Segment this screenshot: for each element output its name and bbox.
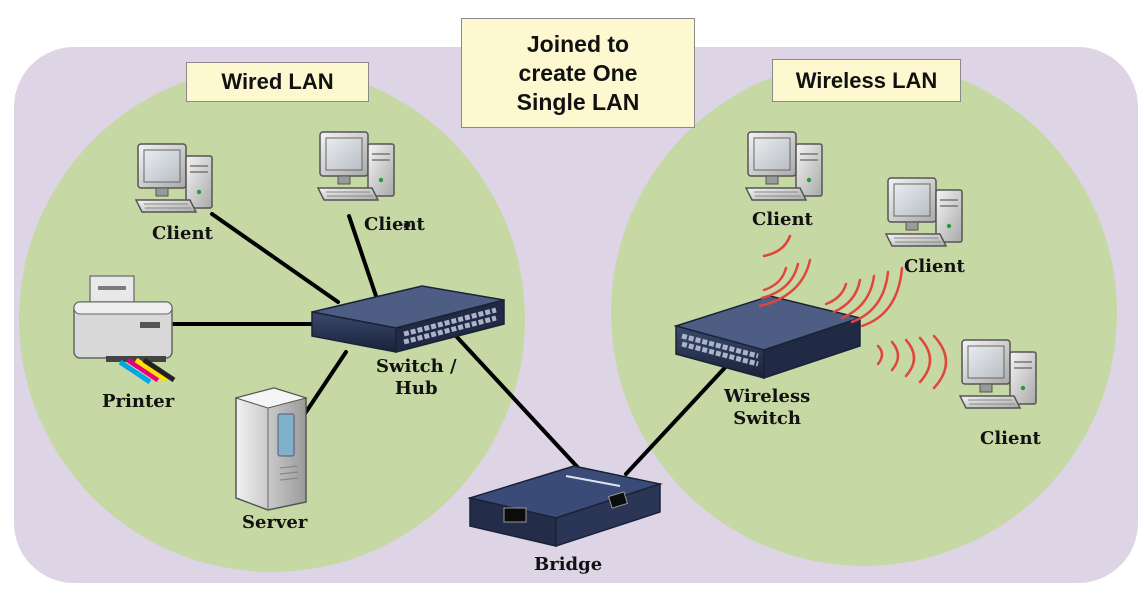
- switch-hub-label: Switch / Hub: [376, 356, 457, 400]
- wireless-switch-label: Wireless Switch: [724, 386, 810, 430]
- switch-hub-label-line: Switch /: [376, 356, 457, 377]
- cable-client-b: [347, 214, 378, 298]
- wireless-switch-icon: [673, 295, 863, 380]
- wireless-client-c-label: Client: [980, 428, 1041, 449]
- wireless-lan-title: Wireless LAN: [772, 59, 961, 102]
- server-label: Server: [242, 512, 308, 533]
- wireless-client-b-label: Client: [904, 256, 965, 277]
- wireless-lan-circle: [611, 60, 1117, 566]
- wired-client-b-label: Client: [364, 214, 425, 235]
- printer-icon: [73, 275, 176, 385]
- joined-title-line: Joined to: [526, 31, 630, 57]
- cables: [170, 212, 734, 476]
- cable-switch-bridge: [454, 334, 584, 474]
- wifi-waves-icon: [758, 234, 812, 308]
- wired-lan-title: Wired LAN: [186, 62, 369, 102]
- wired-client-a-label: Client: [152, 223, 213, 244]
- wifi-waves-icon: [876, 334, 948, 390]
- cable-bridge-wireless-switch: [624, 358, 734, 476]
- joined-title-line: Single LAN: [516, 89, 640, 115]
- switch-hub-icon: [311, 221, 505, 353]
- bridge-icon: [467, 465, 663, 548]
- bridge-label: Bridge: [534, 554, 603, 575]
- wireless-client-a-label: Client: [752, 209, 813, 230]
- wireless-switch-label-line: Wireless: [724, 386, 811, 407]
- joined-title-line: create One: [518, 60, 638, 86]
- server-icon: [234, 387, 308, 511]
- switch-hub-label-line: Hub: [394, 378, 438, 399]
- joined-lan-title: Joined to create One Single LAN: [461, 18, 695, 128]
- printer-label: Printer: [102, 391, 175, 412]
- wired-lan-circle: [19, 66, 525, 572]
- cable-server: [300, 350, 348, 420]
- cable-client-a: [210, 212, 340, 304]
- wifi-waves-icon: [824, 266, 904, 328]
- wireless-switch-label-line: Switch: [733, 408, 801, 429]
